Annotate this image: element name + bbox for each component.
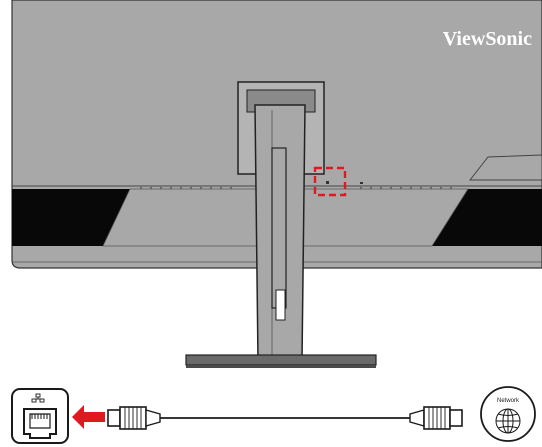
network-label: Network [497, 398, 520, 404]
highlighted-port-area [313, 166, 363, 197]
stand-neck [254, 104, 306, 361]
cable-plug-left [107, 406, 161, 430]
lan-port-indicator [326, 181, 329, 184]
stand-base [185, 354, 377, 366]
monitor-stand [185, 81, 377, 368]
brand-logo: ViewSonic [443, 28, 532, 50]
arrow-left-icon [72, 405, 105, 429]
dark-band-left [12, 189, 130, 246]
dark-band-right [432, 189, 542, 246]
ethernet-port-icon [11, 388, 69, 444]
ethernet-cable-icon [107, 406, 463, 430]
network-device: Network [480, 386, 536, 442]
lan-symbol-icon [31, 393, 45, 403]
globe-icon [495, 408, 521, 434]
vent-dots [140, 187, 452, 189]
cable-plug-right [409, 406, 463, 430]
